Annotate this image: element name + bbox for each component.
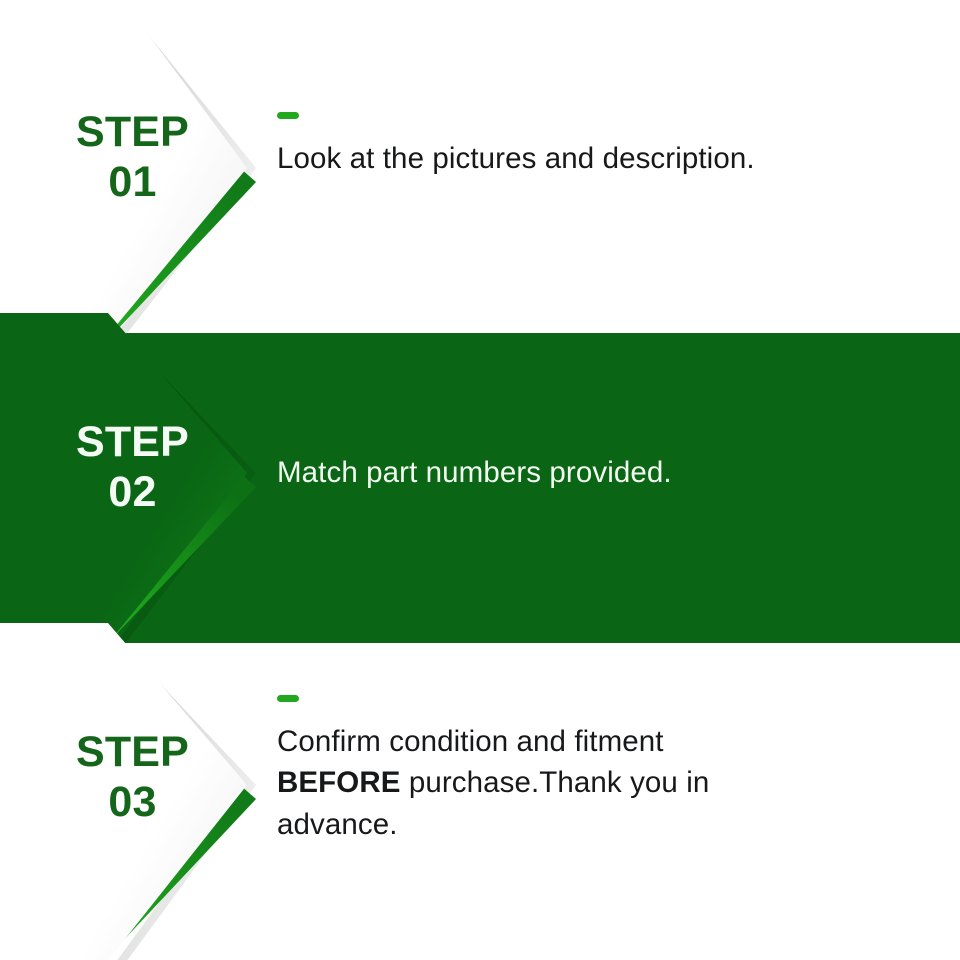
step-01-description-block: Look at the pictures and description. bbox=[277, 112, 937, 179]
plain-text: Confirm condition and fitment bbox=[277, 725, 664, 758]
green-dash-icon bbox=[277, 112, 299, 119]
green-dash-icon bbox=[277, 695, 299, 702]
step-02-number: 02 bbox=[108, 467, 157, 516]
chevron-plate bbox=[0, 0, 247, 345]
plain-text: purchase.Thank you in advance. bbox=[277, 766, 710, 841]
step-row-03: STEP 03 Confirm condition and fitment BE… bbox=[0, 623, 960, 960]
step-03-chevron-group bbox=[0, 623, 270, 960]
step-03-word: STEP bbox=[75, 728, 190, 776]
emphasis-text: BEFORE bbox=[277, 766, 401, 800]
step-01-description-text: Look at the pictures and description. bbox=[277, 142, 755, 175]
step-03-description-block: Confirm condition and fitment BEFORE pur… bbox=[277, 695, 937, 845]
step-row-01: STEP 01 Look at the pictures and descrip… bbox=[0, 0, 960, 380]
step-03-description-text: Confirm condition and fitment BEFORE pur… bbox=[277, 721, 937, 845]
step-01-label: STEP 01 bbox=[50, 108, 215, 206]
step-03-number: 03 bbox=[108, 777, 157, 826]
chevron-right-plate-icon bbox=[0, 623, 256, 960]
step-row-02: STEP 02 Match part numbers provided. bbox=[0, 313, 960, 685]
step-03-label: STEP 03 bbox=[50, 728, 215, 826]
chevron-plate bbox=[0, 623, 247, 960]
chevron-plate bbox=[0, 313, 247, 653]
step-02-word: STEP bbox=[75, 418, 190, 466]
step-02-label: STEP 02 bbox=[50, 418, 215, 516]
step-01-word: STEP bbox=[75, 108, 190, 156]
step-02-description-text: Match part numbers provided. bbox=[277, 456, 672, 489]
step-01-number: 01 bbox=[108, 157, 157, 206]
step-02-description-block: Match part numbers provided. bbox=[277, 452, 937, 493]
